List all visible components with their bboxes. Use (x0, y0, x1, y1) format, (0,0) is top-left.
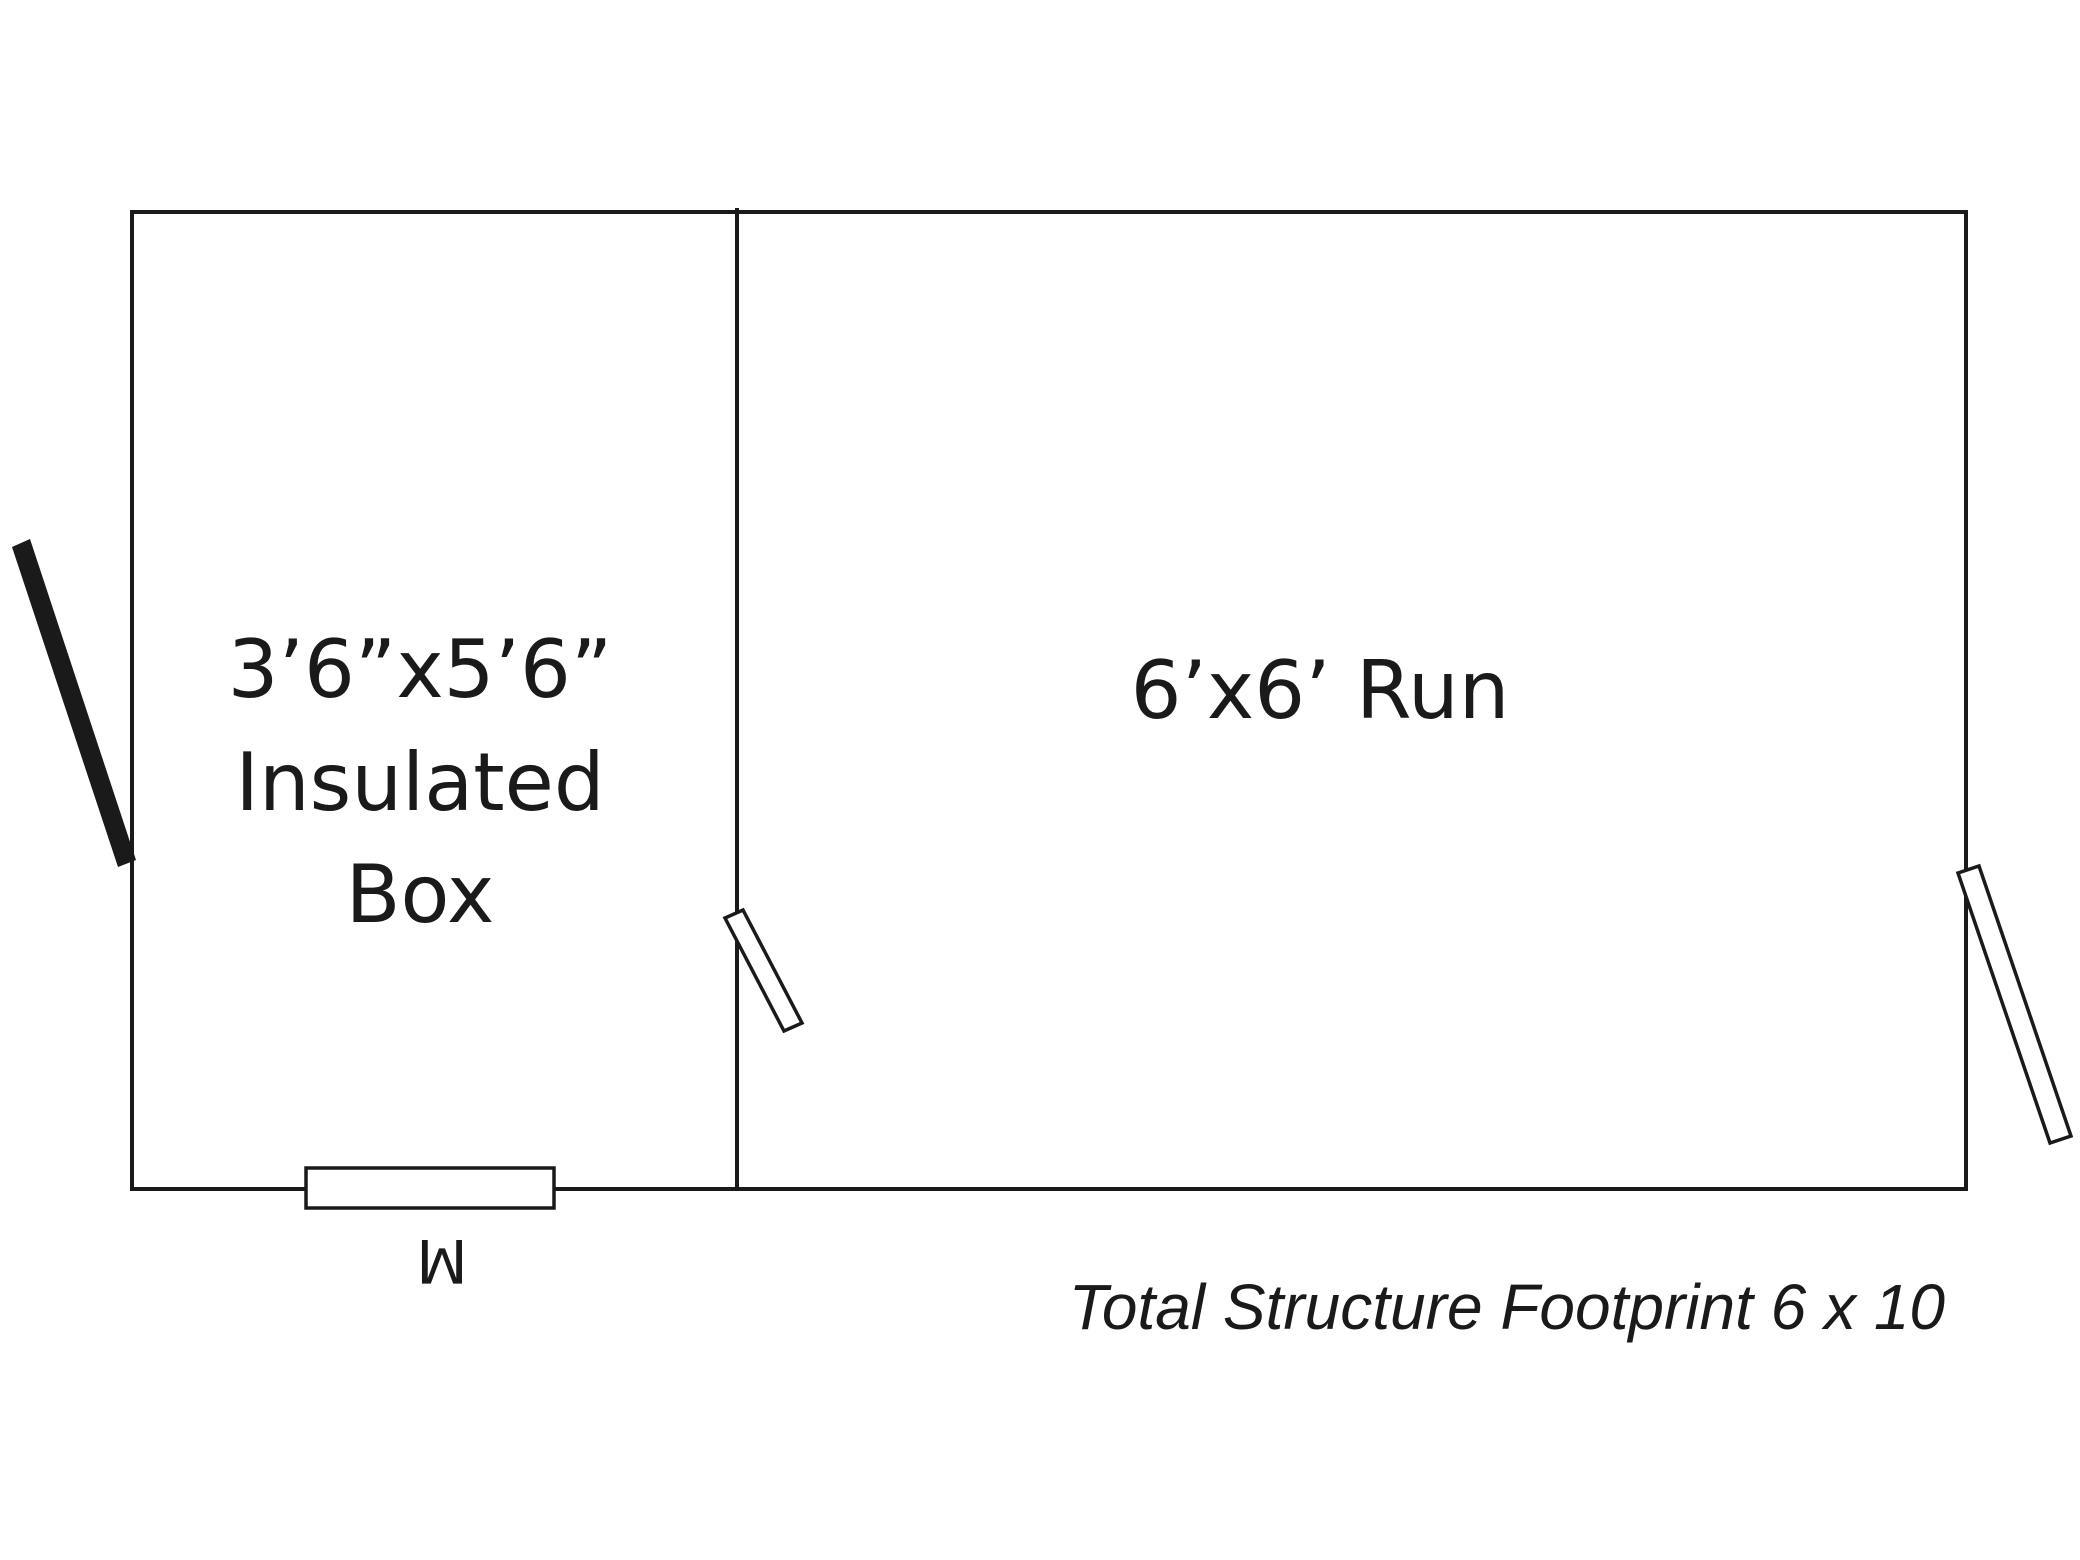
partition-door (722, 907, 805, 1034)
left-exterior-door (12, 539, 136, 867)
box-bottom-door (304, 1166, 556, 1210)
run-label: 6’x6’ Run (1131, 644, 1510, 737)
structure-outline (130, 210, 1968, 1191)
box-type-label: Insulated (235, 736, 604, 829)
footprint-note: Total Structure Footprint 6 x 10 (1069, 1271, 1946, 1343)
vent-mark-label: M (416, 1225, 468, 1295)
right-exterior-door (1955, 863, 2074, 1146)
box-size-label: 3’6”x5’6” (228, 623, 613, 716)
box-name-label: Box (346, 848, 495, 941)
